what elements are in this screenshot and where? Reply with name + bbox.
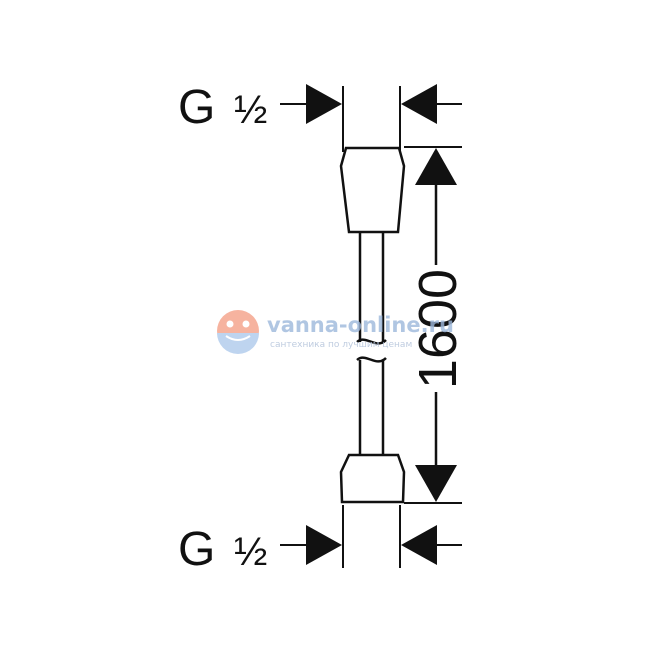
bottom-left-arrow xyxy=(306,525,342,565)
hose-break-lower xyxy=(356,356,387,363)
top-thread-label: G ½ xyxy=(178,81,267,134)
length-top-arrow xyxy=(415,148,457,185)
bottom-thread-label: G ½ xyxy=(178,523,267,576)
watermark-logo-icon xyxy=(217,310,259,354)
watermark-site: vanna-online.ru xyxy=(267,313,454,337)
top-diameter-dimension xyxy=(280,84,462,152)
top-thread-size: ½ xyxy=(234,88,267,132)
length-value: 1600 xyxy=(408,269,468,389)
hose-break-upper xyxy=(356,338,387,345)
bottom-thread-size: ½ xyxy=(234,530,267,574)
bottom-thread-letter: G xyxy=(178,523,215,576)
bottom-connector xyxy=(339,453,406,504)
bottom-right-arrow xyxy=(401,525,437,565)
bottom-diameter-dimension xyxy=(280,505,462,568)
top-thread-letter: G xyxy=(178,81,215,134)
top-right-arrow xyxy=(401,84,437,124)
top-connector xyxy=(339,146,406,234)
watermark-tagline: сантехника по лучшим ценам xyxy=(270,340,412,350)
length-bottom-arrow xyxy=(415,465,457,502)
watermark: vanna-online.ru сантехника по лучшим цен… xyxy=(217,310,454,354)
length-dimension xyxy=(404,146,462,504)
hose xyxy=(339,146,406,504)
top-left-arrow xyxy=(306,84,342,124)
